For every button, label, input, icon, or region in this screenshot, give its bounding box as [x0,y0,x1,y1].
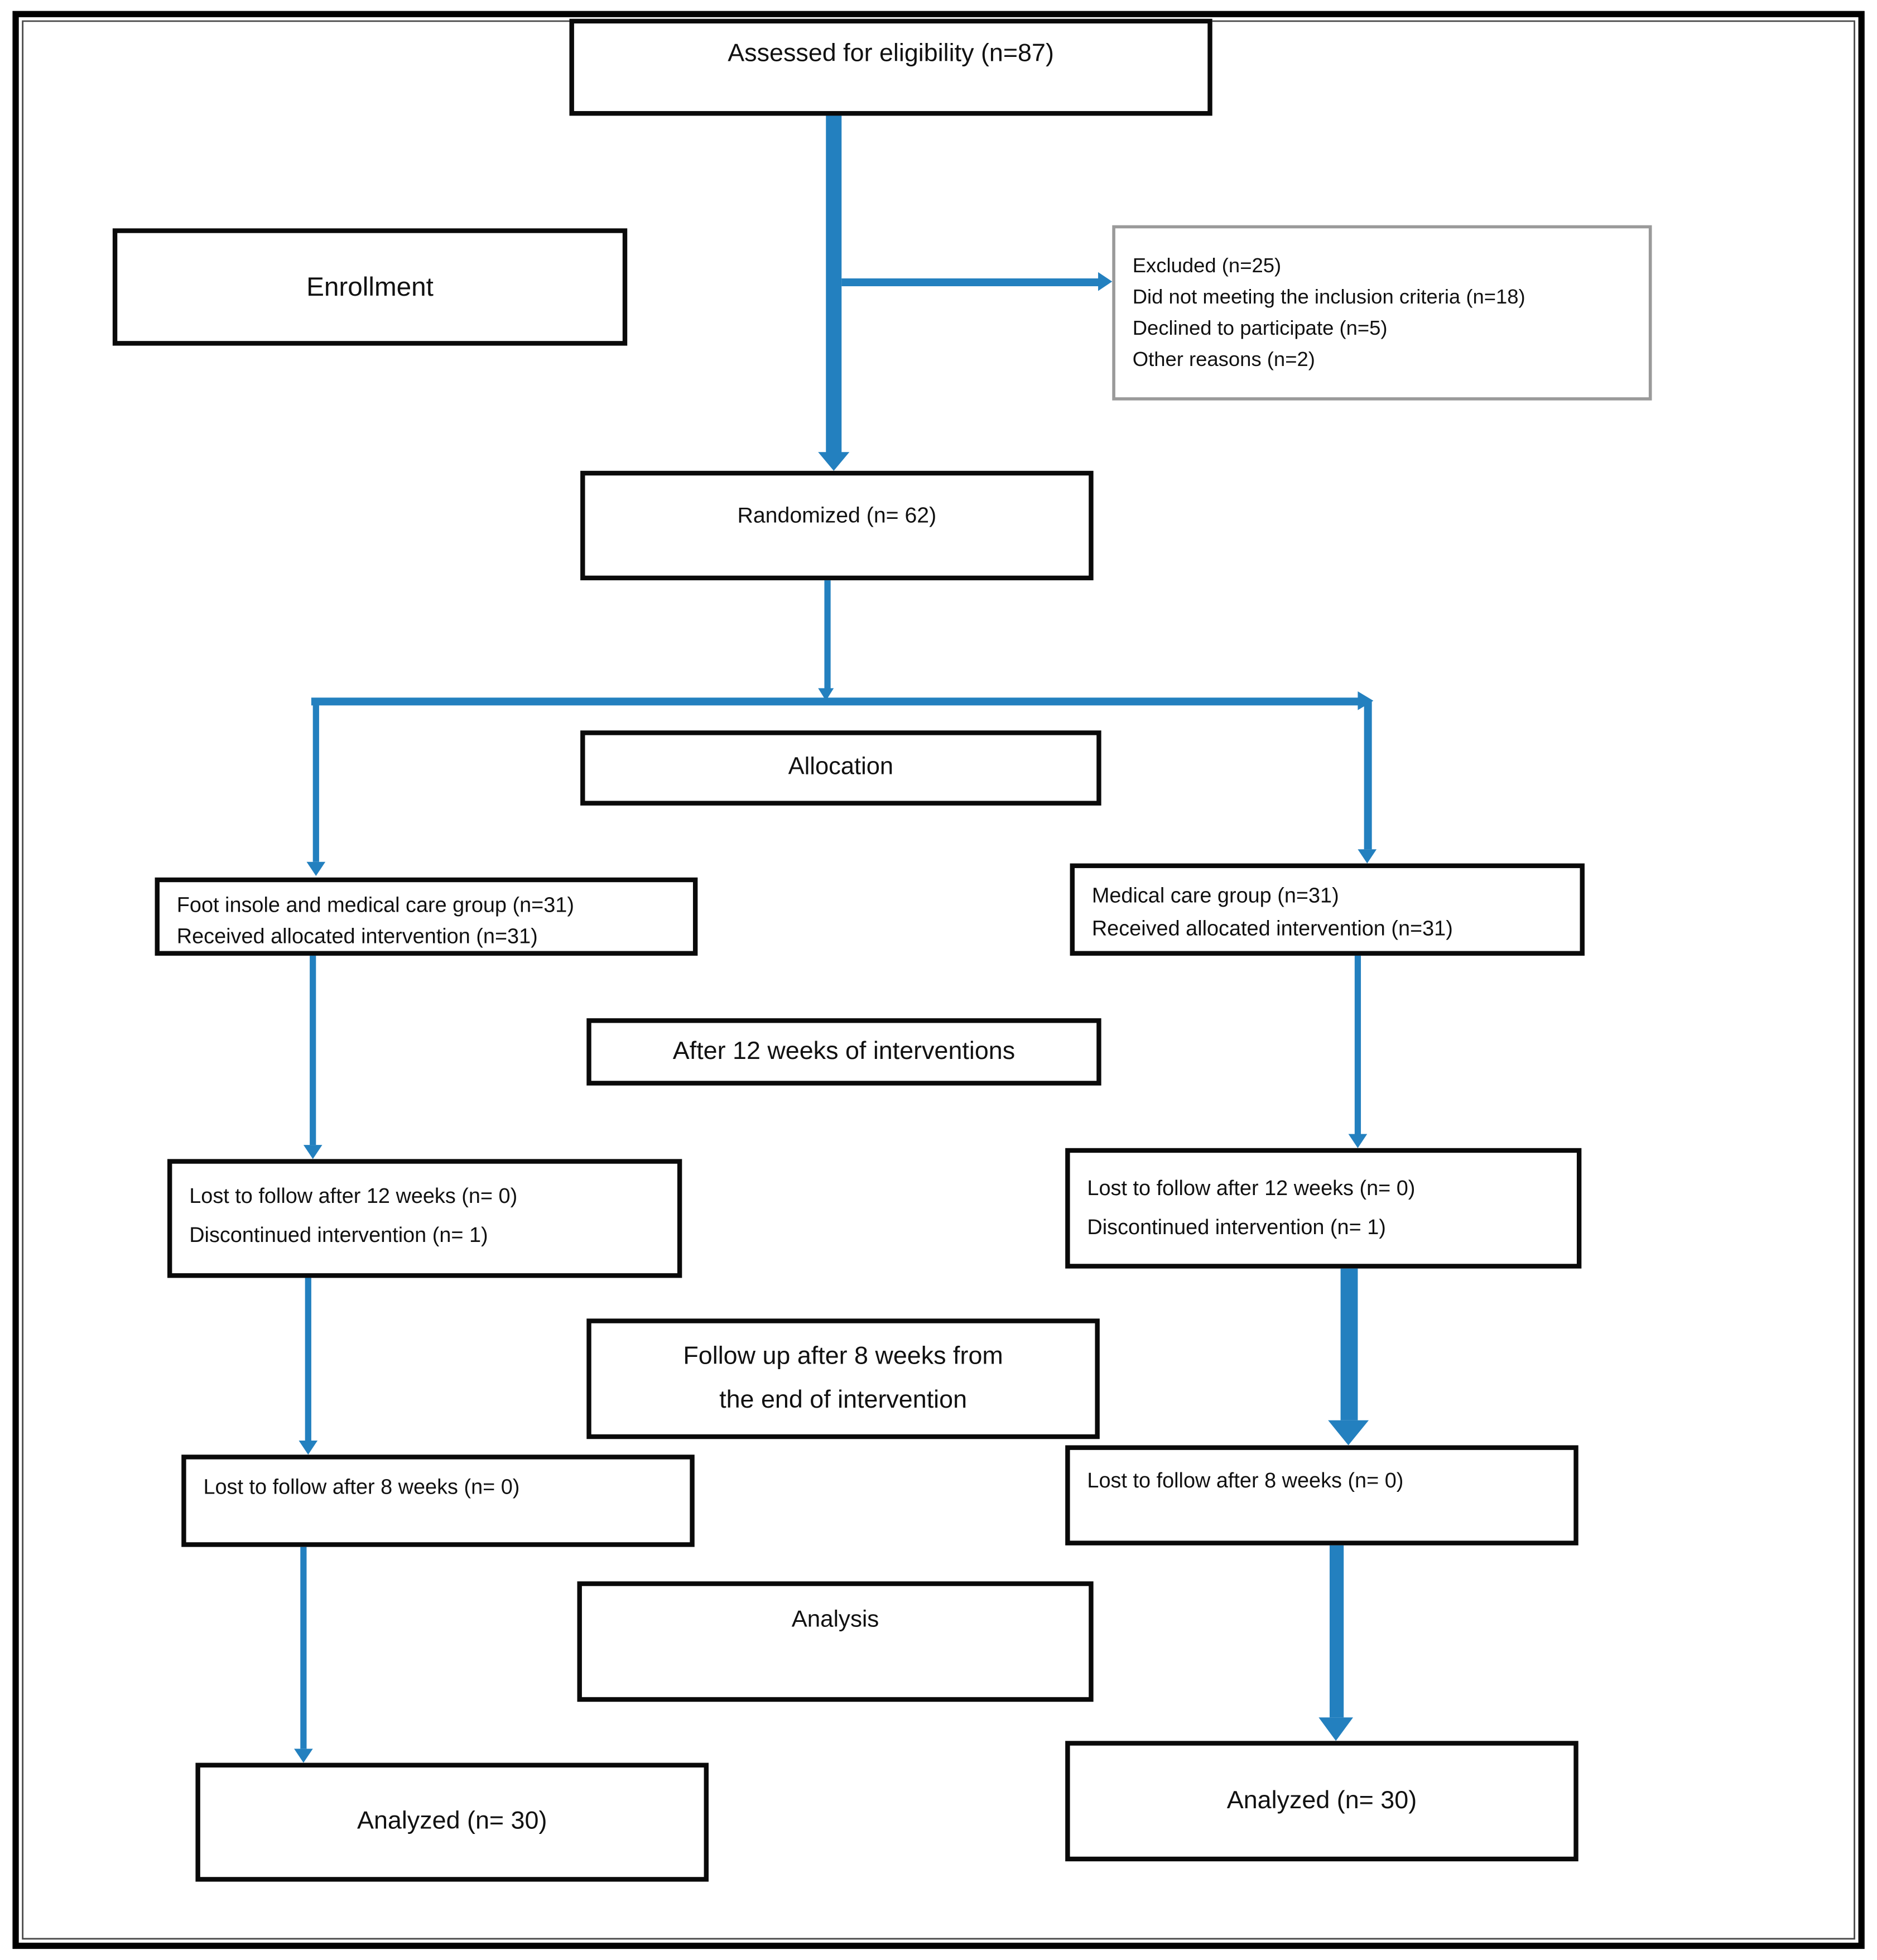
analyzed-left-label: Analyzed (n= 30) [357,1808,547,1835]
enrollment-label: Enrollment [306,271,434,301]
analyzed-left-box: Analyzed (n= 30) [195,1762,709,1882]
arrow-lost12-left-to-lost8-shaft [305,1278,311,1441]
group-right-line-1: Medical care group (n=31) [1091,883,1339,908]
lost12-left-line-1: Lost to follow after 12 weeks (n= 0) [189,1184,518,1208]
group-right-text: Medical care group (n=31) Received alloc… [1092,879,1571,945]
arrow-lost8-right-to-analyzed-head [1318,1717,1354,1741]
excluded-line-1: Excluded (n=25) [1132,253,1282,277]
followup-line-1: Follow up after 8 weeks from [683,1342,1003,1370]
lost8-left-box: Lost to follow after 8 weeks (n= 0) [181,1455,695,1547]
arrow-branch-to-group-right-shaft [1364,700,1372,850]
lost12-right-line-2: Discontinued intervention (n= 1) [1087,1215,1386,1239]
lost8-right-label: Lost to follow after 8 weeks (n= 0) [1087,1468,1404,1492]
after-12-weeks-label: After 12 weeks of interventions [672,1038,1015,1065]
excluded-line-4: Other reasons (n=2) [1132,347,1315,371]
outer-double-border-frame [12,11,1865,1949]
followup-8-weeks-box: Follow up after 8 weeks from the end of … [586,1318,1100,1439]
lost12-right-text: Lost to follow after 12 weeks (n= 0) Dis… [1087,1168,1567,1246]
branch-horizontal-line [311,697,1360,706]
arrow-branch-to-group-left-shaft [312,700,319,862]
group-left-line-1: Foot insole and medical care group (n=31… [176,893,574,917]
analyzed-right-label: Analyzed (n= 30) [1226,1786,1417,1814]
assessed-box: Assessed for eligibility (n=87) [569,18,1212,116]
analyzed-right-box: Analyzed (n= 30) [1065,1741,1578,1862]
excluded-text: Excluded (n=25) Did not meeting the incl… [1133,251,1639,375]
arrow-lost12-right-to-lost8-head [1328,1420,1369,1446]
analysis-label: Analysis [791,1606,879,1633]
enrollment-box: Enrollment [112,228,628,346]
followup-8-weeks-text: Follow up after 8 weeks from the end of … [683,1335,1003,1423]
group-left-box: Foot insole and medical care group (n=31… [155,877,698,956]
arrow-lost8-left-to-analyzed-head [294,1749,313,1763]
lost12-left-line-2: Discontinued intervention (n= 1) [189,1223,488,1247]
lost12-left-text: Lost to follow after 12 weeks (n= 0) Dis… [189,1176,668,1254]
randomized-label: Randomized (n= 62) [737,502,937,527]
randomized-box: Randomized (n= 62) [580,470,1094,581]
lost8-left-label: Lost to follow after 8 weeks (n= 0) [203,1475,520,1499]
group-right-box: Medical care group (n=31) Received alloc… [1070,863,1585,956]
lost12-right-box: Lost to follow after 12 weeks (n= 0) Dis… [1065,1148,1582,1269]
allocation-box: Allocation [580,730,1101,806]
arrow-assessed-to-randomized-head [818,452,850,471]
excluded-line-3: Declined to participate (n=5) [1132,316,1388,340]
excluded-box: Excluded (n=25) Did not meeting the incl… [1112,225,1652,401]
followup-line-2: the end of intervention [719,1386,968,1413]
arrow-lost12-left-to-lost8-head [299,1441,318,1455]
arrow-group-left-to-lost12-head [303,1145,323,1159]
after-12-weeks-box: After 12 weeks of interventions [586,1018,1101,1086]
lost12-left-box: Lost to follow after 12 weeks (n= 0) Dis… [167,1159,682,1278]
arrow-randomized-to-junction-shaft [824,580,830,688]
lost8-right-box: Lost to follow after 8 weeks (n= 0) [1065,1445,1578,1545]
arrow-lost12-right-to-lost8-shaft [1340,1268,1358,1420]
arrow-lost8-left-to-analyzed-shaft [300,1547,306,1749]
arrow-group-right-to-lost12-shaft [1354,955,1361,1134]
lost12-right-line-1: Lost to follow after 12 weeks (n= 0) [1087,1176,1416,1200]
group-left-line-2: Received allocated intervention (n=31) [176,924,538,948]
arrow-lost8-right-to-analyzed-shaft [1329,1545,1344,1718]
assessed-label: Assessed for eligibility (n=87) [728,40,1054,68]
arrow-branch-to-group-right-head [1358,849,1377,864]
excluded-line-2: Did not meeting the inclusion criteria (… [1132,285,1525,309]
group-right-line-2: Received allocated intervention (n=31) [1091,916,1453,940]
arrow-group-left-to-lost12-shaft [310,955,316,1145]
arrow-to-excluded-shaft [841,278,1100,287]
arrow-group-right-to-lost12-head [1348,1134,1368,1148]
arrow-assessed-to-randomized-shaft [826,115,842,454]
group-left-text: Foot insole and medical care group (n=31… [177,890,684,952]
arrow-branch-to-group-left-head [306,861,326,876]
analysis-box: Analysis [577,1581,1094,1702]
arrow-to-excluded-head [1098,272,1113,291]
allocation-label: Allocation [788,754,894,781]
